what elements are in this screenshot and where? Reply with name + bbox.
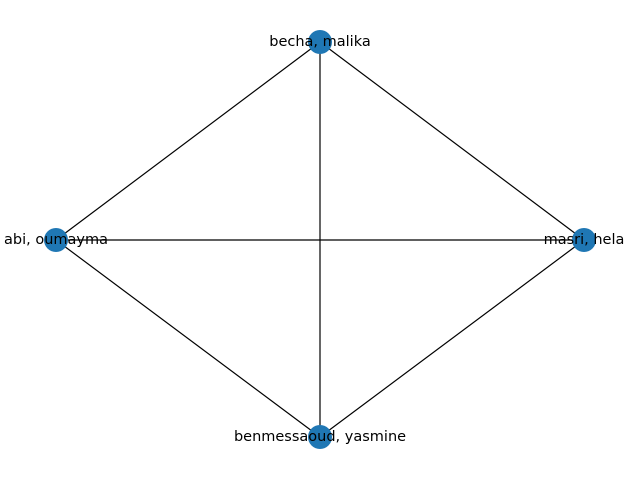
- node-benmessaoud: [308, 425, 332, 449]
- node-masri: [572, 228, 596, 252]
- node-becha: [308, 30, 332, 54]
- graph-nodes: [44, 30, 596, 449]
- edge-becha-masri: [319, 41, 585, 241]
- node-label-masri: masri, hela: [544, 232, 625, 248]
- edge-masri-benmessaoud: [319, 239, 585, 438]
- node-label-becha: becha, malika: [269, 34, 371, 50]
- node-abi: [44, 228, 68, 252]
- edge-becha-abi: [55, 41, 321, 241]
- edge-abi-benmessaoud: [55, 239, 321, 438]
- node-label-abi: abi, oumayma: [4, 232, 108, 248]
- graph-edges: [55, 41, 585, 438]
- node-label-benmessaoud: benmessaoud, yasmine: [234, 429, 406, 445]
- graph-labels: becha, malika abi, oumayma masri, hela benm…: [4, 34, 624, 445]
